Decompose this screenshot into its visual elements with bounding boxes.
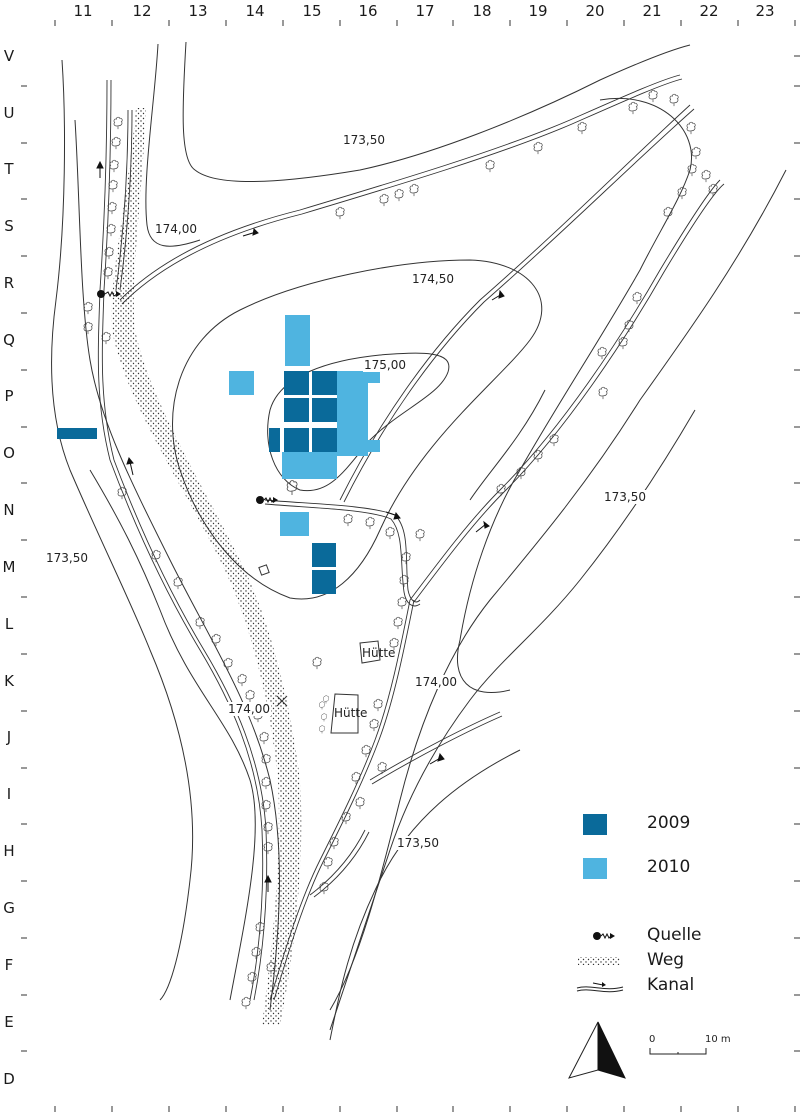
- row-label: M: [2, 558, 16, 576]
- hut-outline: [330, 693, 359, 734]
- column-label: 23: [755, 2, 775, 20]
- trenches-2010: [229, 315, 380, 536]
- trenches-2009: [57, 371, 337, 594]
- column-label: 15: [302, 2, 322, 20]
- row-label: Q: [3, 331, 15, 349]
- legend-label: Kanal: [647, 975, 695, 995]
- legend-label: 2009: [647, 813, 691, 833]
- cross-marker: [276, 695, 288, 707]
- right-ticks: [794, 55, 800, 1052]
- contour-lines: [51, 41, 787, 1041]
- contour-label: 173,50: [45, 551, 89, 565]
- path-weg: [111, 108, 302, 1025]
- column-label: 14: [245, 2, 265, 20]
- row-label: U: [3, 104, 15, 122]
- row-label: D: [3, 1070, 15, 1088]
- row-label: S: [4, 217, 14, 235]
- row-label: N: [3, 501, 15, 519]
- row-label: L: [4, 615, 14, 633]
- contour-label: 174,00: [414, 675, 458, 689]
- row-label: K: [4, 672, 14, 690]
- column-label: 21: [642, 2, 662, 20]
- spring-icon: [256, 496, 278, 504]
- legend-label: Weg: [647, 950, 685, 970]
- row-label: T: [4, 160, 14, 178]
- bottom-ticks: [54, 1106, 796, 1112]
- contour-label: 173,50: [342, 133, 386, 147]
- column-label: 17: [415, 2, 435, 20]
- canal-icon: [576, 982, 624, 993]
- column-label: 13: [188, 2, 208, 20]
- hut-label: Hütte: [362, 646, 396, 660]
- row-label: E: [4, 1013, 14, 1031]
- contour-label: 173,50: [603, 490, 647, 504]
- north-arrow-icon: [568, 1021, 626, 1079]
- column-label: 18: [472, 2, 492, 20]
- column-label: 22: [699, 2, 719, 20]
- column-label: 12: [132, 2, 152, 20]
- row-label: H: [3, 842, 15, 860]
- row-label: G: [3, 899, 15, 917]
- column-label: 19: [528, 2, 548, 20]
- huts: [330, 640, 381, 734]
- row-label: F: [4, 956, 14, 974]
- square-light-blue-icon: [583, 858, 607, 879]
- left-ticks: [21, 85, 27, 1052]
- scale-end: 10 m: [705, 1034, 731, 1045]
- column-label: 20: [585, 2, 605, 20]
- spring-icon: [97, 290, 121, 298]
- path-dots-icon: [578, 957, 620, 965]
- scale-bar: [649, 1048, 707, 1055]
- map-legend: 2009 2010 Quelle Weg Kanal 0 10 m: [565, 800, 795, 1090]
- row-label: V: [3, 47, 15, 65]
- row-label: O: [3, 444, 15, 462]
- legend-label: 2010: [647, 857, 691, 877]
- row-label: P: [4, 387, 14, 405]
- top-ticks: [54, 20, 796, 26]
- contour-label: 173,50: [396, 836, 440, 850]
- contour-label: 174,00: [154, 222, 198, 236]
- row-label: J: [6, 728, 12, 746]
- hut-outline: [359, 640, 381, 664]
- small-marker: [258, 564, 270, 576]
- contour-label: 174,50: [411, 272, 455, 286]
- row-label: R: [3, 274, 15, 292]
- column-label: 16: [358, 2, 378, 20]
- hut-label: Hütte: [334, 706, 368, 720]
- square-dark-blue-icon: [583, 814, 607, 835]
- row-label: I: [6, 785, 12, 803]
- legend-label: Quelle: [647, 925, 702, 945]
- legend-item-2010: 2010: [565, 857, 690, 879]
- flow-arrows: [96, 160, 505, 892]
- column-label: 11: [73, 2, 93, 20]
- legend-item-2009: 2009: [565, 813, 690, 835]
- contour-label: 175,00: [363, 358, 407, 372]
- spring-icon: [593, 932, 615, 940]
- scale-start: 0: [649, 1034, 656, 1045]
- contour-label: 174,00: [227, 702, 271, 716]
